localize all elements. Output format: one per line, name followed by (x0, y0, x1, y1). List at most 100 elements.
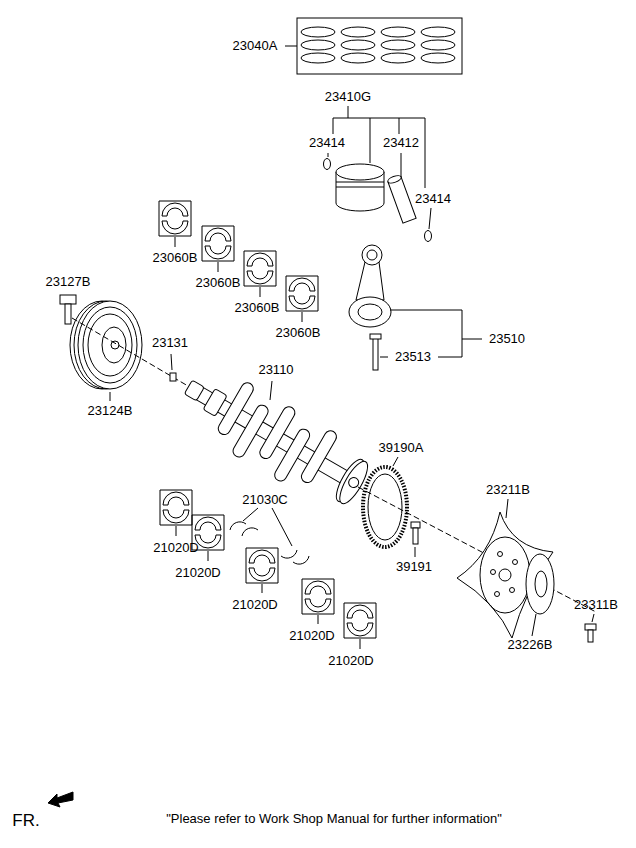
piston-ring-set (285, 46, 297, 47)
piston-ring-set (421, 40, 455, 50)
leader-line (425, 118, 426, 188)
bearing-shell (160, 490, 192, 525)
piston-ring-set (421, 53, 455, 63)
connecting-rod (349, 245, 391, 370)
part-number: 21020D (232, 598, 278, 612)
connecting-rod (362, 245, 382, 265)
ring-gear-bolt (413, 528, 418, 544)
piston-ring-set (301, 40, 335, 50)
woodruff-key (170, 373, 176, 381)
bearing-shell (260, 287, 261, 297)
leader-line (348, 106, 349, 118)
crankshaft (187, 382, 359, 489)
piston (324, 159, 331, 170)
plate-bolt (588, 630, 593, 642)
leader-line (270, 381, 272, 400)
piston (336, 187, 384, 188)
leader-line (380, 357, 388, 358)
leader-line (429, 208, 431, 229)
crankshaft (184, 380, 204, 401)
drive-plate (513, 560, 518, 565)
leader-line (370, 118, 371, 163)
connecting-rod (358, 304, 382, 320)
adapter-plate (526, 554, 554, 636)
leader-line (438, 357, 462, 358)
piston (336, 182, 384, 183)
front-marker: FR. (12, 812, 39, 831)
leader-line (333, 118, 334, 134)
bearing-shell (208, 551, 209, 561)
center-line (358, 487, 596, 612)
bearing-shell (218, 262, 219, 272)
part-number: 23414 (309, 136, 345, 150)
piston (425, 231, 432, 242)
adapter-plate (526, 554, 554, 614)
piston-ring-set (421, 27, 455, 37)
piston-ring-set (341, 40, 375, 50)
piston (388, 177, 416, 223)
plate-bolt (592, 614, 594, 622)
leader-line (328, 153, 329, 157)
thrust-washer (272, 508, 292, 546)
part-number: 23510 (489, 332, 525, 346)
part-number: 39191 (396, 560, 432, 574)
drive-plate (491, 570, 496, 575)
ring-gear-bolt (415, 547, 416, 557)
ring-gear (368, 474, 402, 540)
damper-pulley (111, 341, 119, 349)
drive-plate (510, 588, 515, 593)
pulley-bolt (60, 295, 76, 324)
damper-pulley (102, 327, 126, 363)
pulley-bolt (65, 304, 71, 324)
part-number: 23060B (276, 326, 321, 340)
part-number: 21030C (242, 493, 288, 507)
thrust-washer (242, 528, 258, 536)
woodruff-key (171, 354, 172, 370)
leader-line (462, 339, 482, 340)
crankshaft (299, 429, 338, 485)
connecting-rod (367, 250, 377, 260)
bearing-shell (202, 226, 234, 261)
leader-line (399, 118, 400, 134)
drive-plate (495, 592, 500, 597)
leader-line (390, 310, 462, 311)
piston-ring-set (341, 53, 375, 63)
front-arrow (48, 792, 73, 807)
piston (387, 174, 416, 223)
thrust-washer (243, 508, 258, 521)
plate-bolt (585, 614, 596, 642)
bearing-shell (302, 312, 303, 322)
piston-ring-set (381, 27, 415, 37)
ring-gear-bolt (411, 522, 420, 528)
part-number: 23040A (233, 39, 278, 53)
connecting-rod (370, 334, 381, 339)
drive-plate (498, 552, 503, 557)
part-number: 21020D (328, 654, 374, 668)
bearing-shell (286, 276, 318, 311)
center-line (72, 318, 188, 386)
bearing-shell (360, 639, 361, 649)
leader-line (462, 310, 463, 357)
part-number: 23412 (383, 136, 419, 150)
piston-ring-set (297, 18, 462, 74)
leader-line (401, 153, 402, 178)
connecting-rod (349, 297, 391, 327)
piston-ring-set (341, 27, 375, 37)
drive-plate (480, 537, 530, 613)
leader-line (333, 118, 425, 119)
plate-bolt (585, 624, 596, 630)
piston-ring-set (285, 18, 462, 74)
piston-ring-set (381, 40, 415, 50)
part-number: 23131 (152, 336, 188, 350)
part-number: 23060B (235, 301, 280, 315)
leader-line (328, 106, 431, 229)
ring-gear (393, 457, 398, 466)
connecting-rod (356, 262, 384, 300)
woodruff-key (170, 354, 176, 381)
piston-ring-set (301, 53, 335, 63)
adapter-plate (535, 571, 547, 597)
part-number: 23127B (46, 275, 91, 289)
bearing-shell (175, 237, 176, 247)
part-number: 23060B (153, 251, 198, 265)
